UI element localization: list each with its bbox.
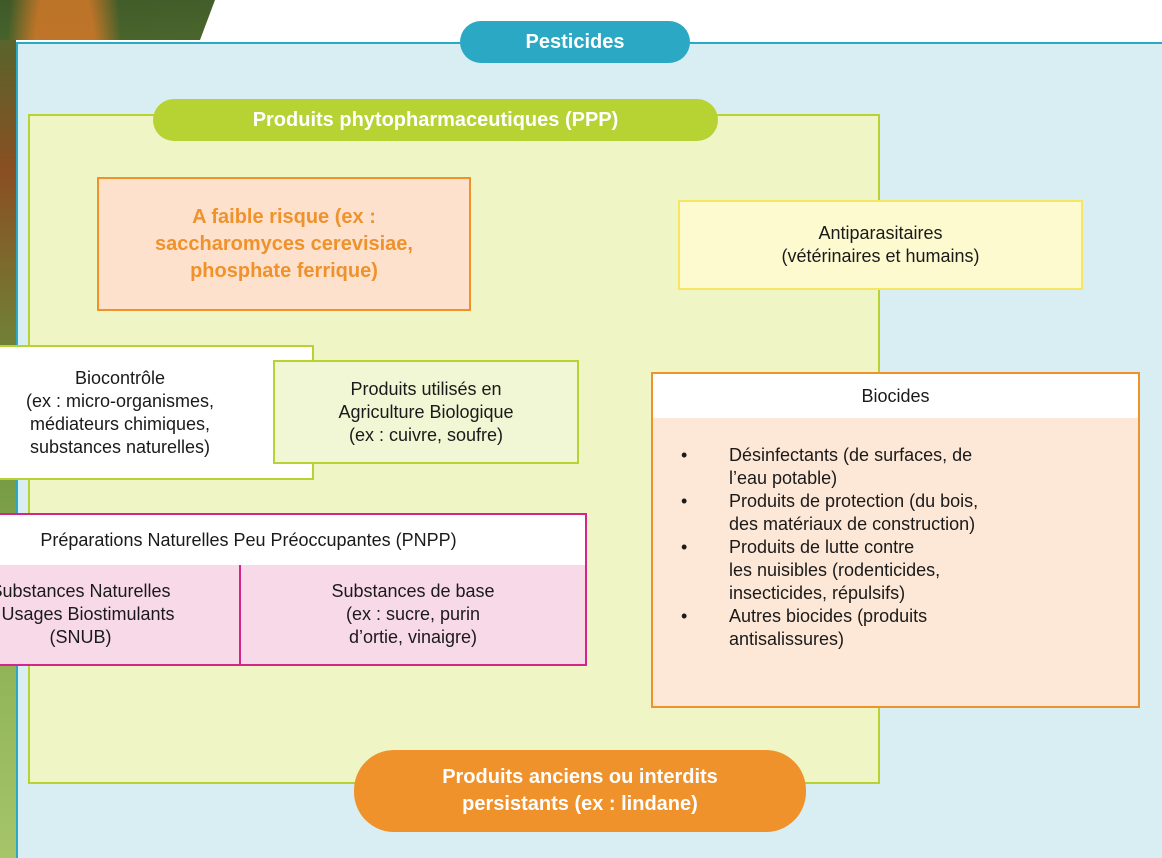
biocontrole-box: Biocontrôle (ex : micro-organismes, médi… (0, 345, 314, 480)
antiparasitaires-line: Antiparasitaires (818, 223, 943, 243)
biocides-list: • Désinfectants (de surfaces, de l’eau p… (677, 444, 1118, 651)
biocontrole-line: Biocontrôle (74, 367, 166, 388)
bullet-icon: • (681, 491, 688, 511)
biocides-title: Biocides (861, 385, 930, 406)
snub-box: Substances Naturelles à Usages Biostimul… (0, 565, 241, 666)
antiparasitaires-box: Antiparasitaires (vétérinaires et humain… (678, 200, 1083, 290)
produits-anciens-line: persistants (ex : lindane) (462, 793, 698, 815)
bullet-icon: • (681, 445, 688, 465)
faible-risque-box: A faible risque (ex : saccharomyces cere… (97, 177, 471, 311)
agriculture-biologique-line: Produits utilisés en (350, 378, 502, 399)
produits-anciens-line: Produits anciens ou interdits (442, 766, 718, 788)
faible-risque-line: saccharomyces cerevisiae, (155, 232, 413, 255)
biocides-list-item: • Désinfectants (de surfaces, de l’eau p… (677, 444, 1118, 490)
biocides-item-line: Produits de lutte contre (729, 537, 915, 557)
biocides-item-line: insecticides, répulsifs) (729, 583, 906, 603)
substances-de-base-box: Substances de base (ex : sucre, purin d’… (239, 565, 587, 666)
biocides-item-line: Désinfectants (de surfaces, de (729, 445, 973, 465)
bullet-icon: • (681, 537, 688, 557)
biocides-item-line: les nuisibles (rodenticides, (729, 560, 941, 580)
biocides-item-line: des matériaux de construction) (729, 514, 976, 534)
agriculture-biologique-line: (ex : cuivre, soufre) (348, 424, 504, 445)
faible-risque-line: phosphate ferrique) (190, 259, 378, 282)
biocontrole-line: (ex : micro-organismes, (25, 390, 215, 411)
biocides-list-box: • Désinfectants (de surfaces, de l’eau p… (651, 418, 1140, 708)
biocides-item-line: l’eau potable) (729, 468, 838, 488)
faible-risque-line: A faible risque (ex : (192, 205, 376, 228)
biocides-item-line: antisalissures) (729, 629, 845, 649)
substances-de-base-line: (ex : sucre, purin (345, 604, 481, 624)
substances-de-base-line: Substances de base (331, 581, 495, 601)
bullet-icon: • (681, 606, 688, 626)
biocides-item-line: Produits de protection (du bois, (729, 491, 979, 511)
agriculture-biologique-line: Agriculture Biologique (338, 401, 514, 422)
biocides-list-item: • Produits de lutte contre les nuisibles… (677, 536, 1118, 605)
agriculture-biologique-box: Produits utilisés en Agriculture Biologi… (273, 360, 579, 464)
background-photo (0, 0, 215, 40)
snub-line: (SNUB) (49, 627, 112, 647)
biocides-list-item: • Produits de protection (du bois, des m… (677, 490, 1118, 536)
substances-de-base-line: d’ortie, vinaigre) (348, 627, 478, 647)
snub-line: Substances Naturelles (0, 581, 171, 601)
biocides-header: Biocides (651, 372, 1140, 420)
antiparasitaires-line: (vétérinaires et humains) (781, 246, 980, 266)
biocides-list-item: • Autres biocides (produits antisalissur… (677, 605, 1118, 651)
biocides-item-line: Autres biocides (produits (729, 606, 928, 626)
ppp-title: Produits phytopharmaceutiques (PPP) (153, 99, 718, 141)
biocontrole-line: substances naturelles) (29, 436, 211, 457)
pnpp-header: Préparations Naturelles Peu Préoccupante… (0, 513, 587, 567)
pesticides-title: Pesticides (460, 21, 690, 63)
snub-line: à Usages Biostimulants (0, 604, 175, 624)
pnpp-title: Préparations Naturelles Peu Préoccupante… (40, 529, 457, 550)
biocontrole-line: médiateurs chimiques, (29, 413, 211, 434)
produits-anciens-pill: Produits anciens ou interdits persistant… (354, 750, 806, 832)
